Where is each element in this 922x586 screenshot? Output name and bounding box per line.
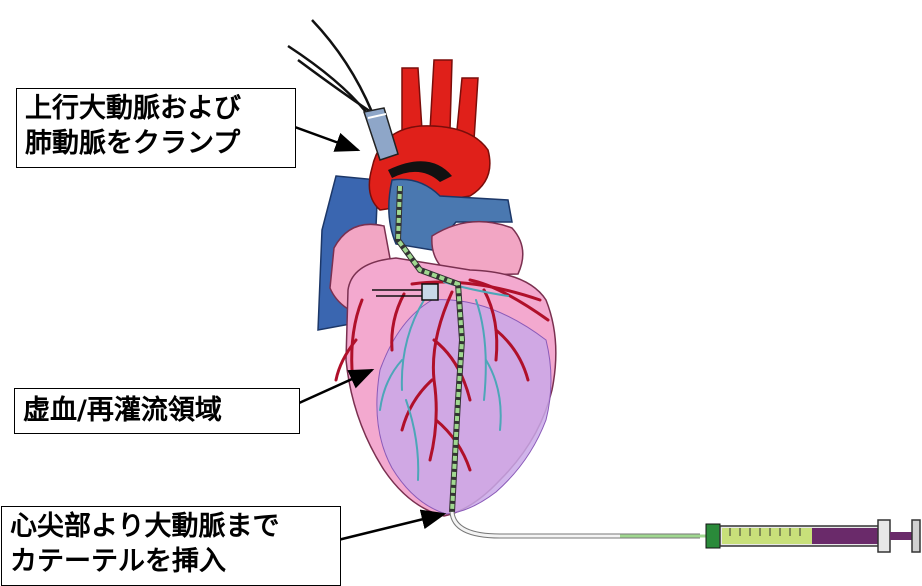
clamp-wires <box>288 20 380 118</box>
catheter-label-line-1: 心尖部より大動脈まで <box>10 509 332 544</box>
syringe-icon <box>620 520 920 552</box>
ischemia-label: 虚血/再灌流領域 <box>14 388 300 434</box>
clamp-label: 上行大動脈および 肺動脈をクランプ <box>16 88 296 168</box>
ischemia-label-text: 虚血/再灌流領域 <box>23 391 291 431</box>
catheter-label-line-2: カテーテルを挿入 <box>10 544 332 579</box>
clamp-label-line-2: 肺動脈をクランプ <box>25 126 287 161</box>
catheter-label: 心尖部より大動脈まで カテーテルを挿入 <box>1 506 341 586</box>
clamp-label-line-1: 上行大動脈および <box>25 91 287 126</box>
